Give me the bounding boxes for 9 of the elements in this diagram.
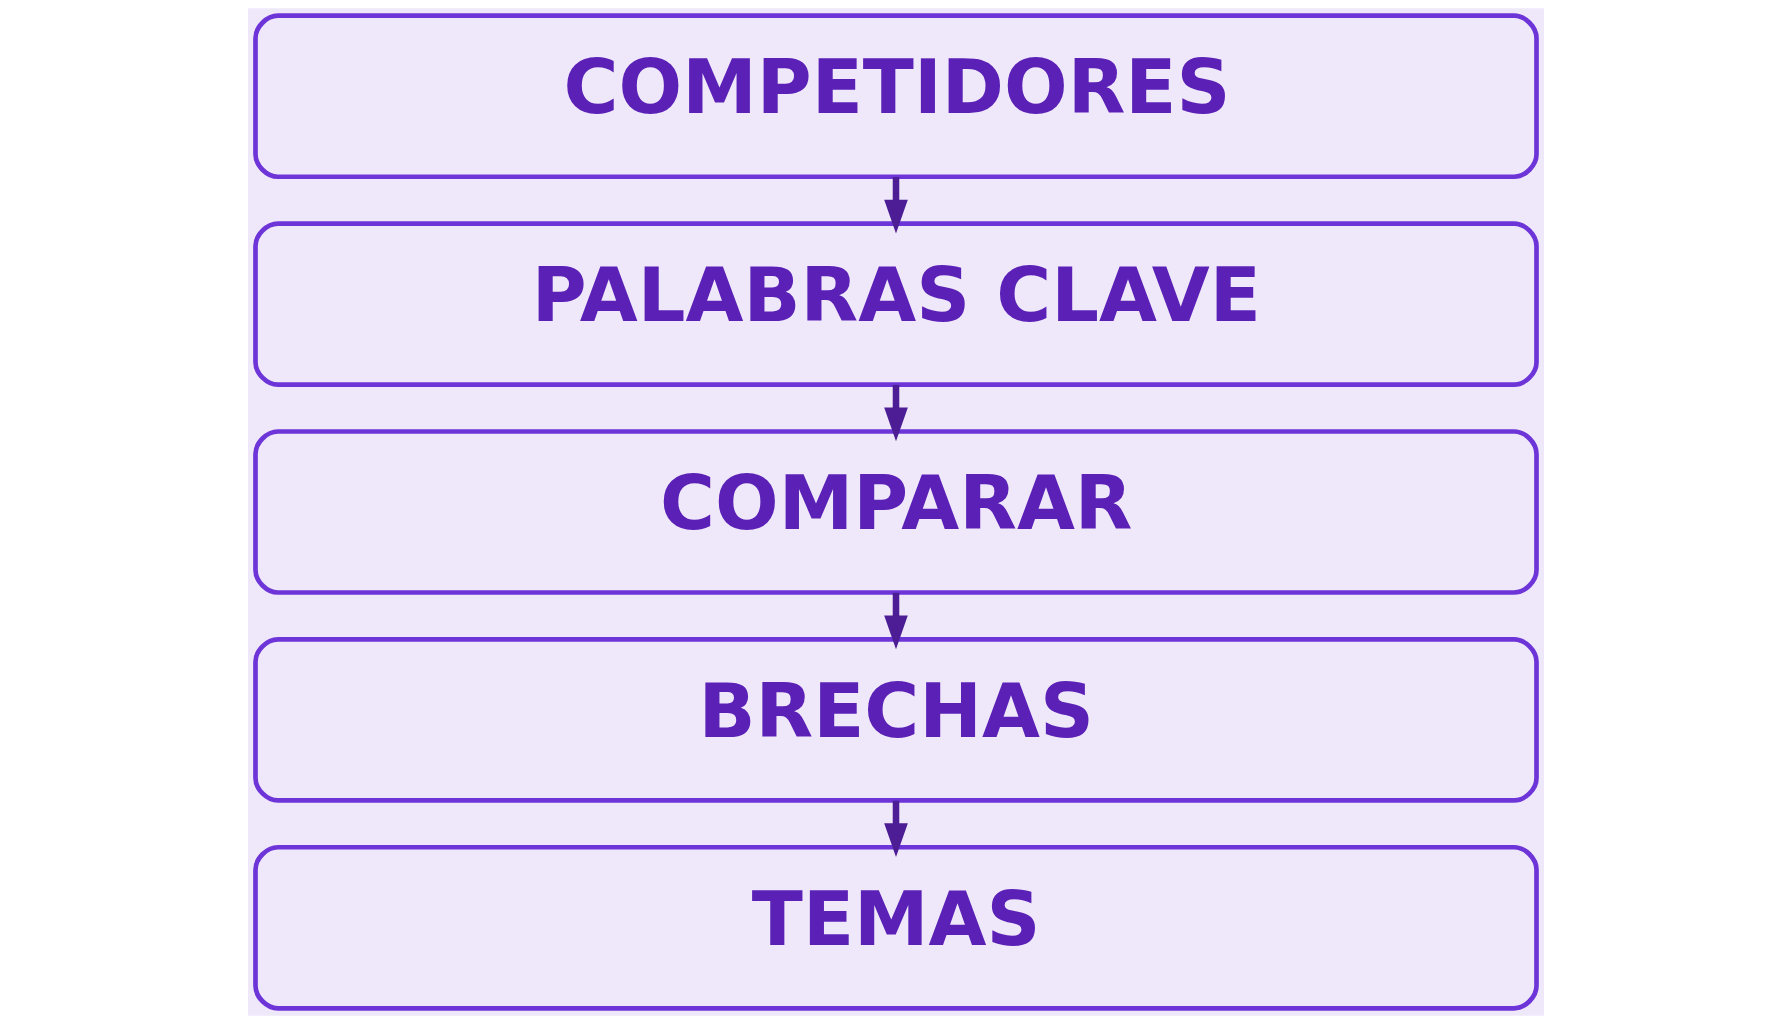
node-box: TEMAS [253, 844, 1539, 1011]
node-box: PALABRAS CLAVE [253, 221, 1539, 387]
arrow [884, 592, 908, 650]
node-box: COMPETIDORES [253, 13, 1539, 180]
node-box: BRECHAS [253, 637, 1539, 803]
arrow [884, 384, 908, 442]
node-box: COMPARAR [253, 429, 1539, 595]
arrow [884, 177, 908, 234]
arrow [884, 800, 908, 858]
